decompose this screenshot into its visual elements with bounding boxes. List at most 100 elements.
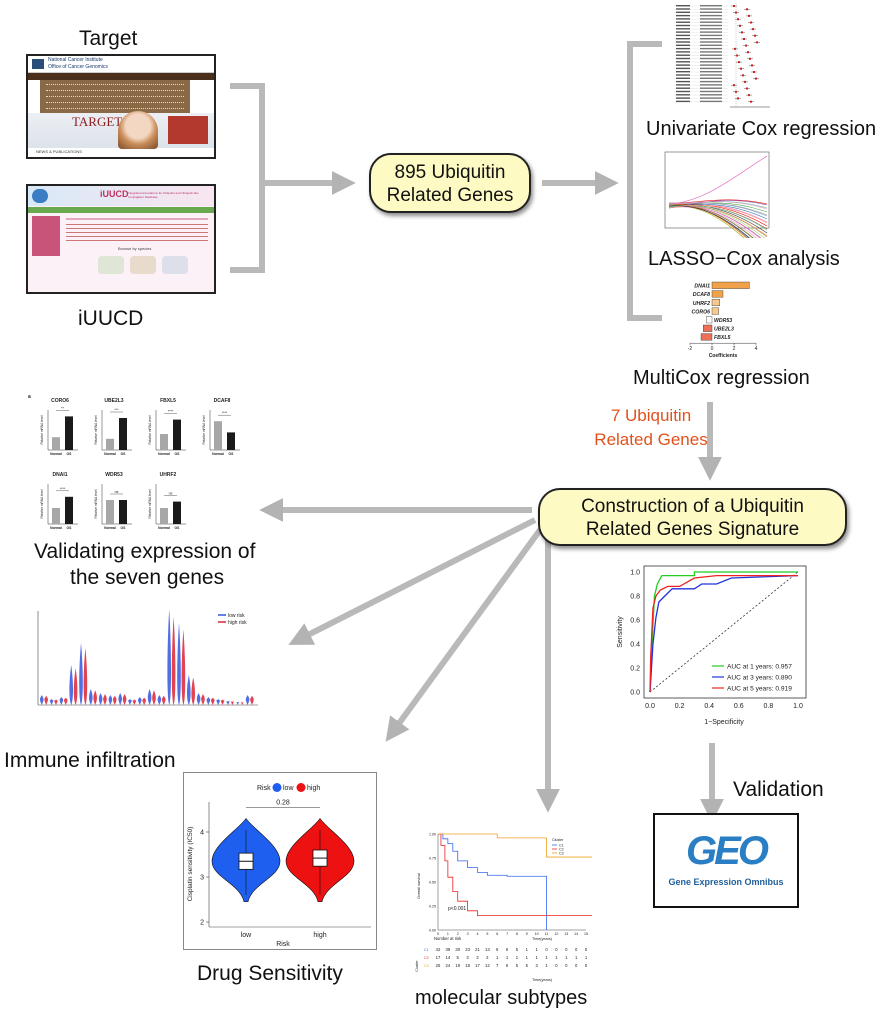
- forest-gene-label: [676, 74, 690, 76]
- km-y-tick-label: 0.50: [429, 881, 436, 885]
- immune-violin: [240, 701, 245, 705]
- km-risk-value: 0: [565, 963, 568, 968]
- immune-violin: [142, 697, 147, 705]
- forest-gene-label: [676, 90, 690, 93]
- expression-panel-letter: a: [28, 394, 31, 400]
- multicox-bar: [706, 316, 713, 324]
- roc-x-tick: 0.8: [764, 703, 774, 710]
- multicox-tick-label: 0: [711, 346, 714, 352]
- roc-y-tick: 0.2: [630, 666, 640, 673]
- immune-violin: [108, 695, 113, 705]
- right-bracket: [627, 41, 662, 321]
- forest-hr-label: [700, 38, 722, 40]
- roc-curve-line: [649, 571, 798, 693]
- immune-violin: [181, 629, 186, 705]
- immune-violin: [206, 697, 211, 705]
- immune-violin: [79, 643, 83, 705]
- immune-violin: [122, 693, 127, 705]
- expression-group-label: Normal: [158, 526, 170, 530]
- lasso-path: [668, 205, 750, 238]
- km-risk-value: 3: [466, 955, 469, 960]
- km-risk-value: 1: [575, 955, 578, 960]
- immune-violin: [201, 693, 205, 705]
- immune-violin: [157, 695, 162, 705]
- expression-bar-os: [119, 500, 127, 524]
- forest-point: [756, 41, 758, 44]
- drug-legend-swatch: [272, 783, 282, 792]
- km-risk-value: 6: [506, 947, 509, 952]
- km-risk-value: 42: [436, 947, 441, 952]
- expression-bar-normal: [160, 508, 168, 524]
- label-multicox: MultiCox regression: [633, 367, 810, 389]
- expression-gene-title: DNAI1: [52, 472, 67, 478]
- km-x-tick-label: 7: [506, 932, 508, 936]
- forest-gene-label: [676, 18, 690, 20]
- drug-legend-title: Risk: [257, 785, 271, 792]
- forest-point: [741, 31, 743, 34]
- multicox-bar: [711, 281, 750, 289]
- roc-xlabel: 1−Specificity: [704, 719, 744, 726]
- forest-hr-label: [700, 84, 722, 86]
- label-iuucd: iUUCD: [78, 307, 144, 330]
- km-x-tick-label: 5: [486, 932, 488, 936]
- forest-hr-label: [700, 14, 722, 17]
- km-risk-value: 1: [545, 963, 548, 968]
- forest-point: [733, 5, 735, 7]
- forest-point: [748, 94, 750, 97]
- forest-hr-label: [700, 34, 722, 37]
- lasso-path: [668, 203, 753, 238]
- forest-point: [745, 44, 747, 47]
- expression-bar-normal: [214, 421, 222, 450]
- roc-legend-label: AUC at 5 years: 0.919: [727, 686, 792, 693]
- forest-hr-label: [700, 90, 722, 93]
- expression-gene-title: WDR53: [105, 472, 123, 478]
- expression-bar-os: [65, 496, 73, 524]
- forest-gene-label: [676, 77, 690, 79]
- expression-gene-title: UBE2L3: [104, 398, 123, 404]
- expression-bar-os: [65, 416, 73, 450]
- lasso-path: [668, 201, 768, 210]
- expression-bar-normal: [160, 434, 168, 450]
- km-x-tick-label: 6: [496, 932, 498, 936]
- km-pvalue: p<0.001: [448, 906, 466, 912]
- expression-ylabel: Relative mRNA level: [40, 415, 44, 444]
- multicox-bar: [711, 299, 720, 307]
- forest-hr-label: [700, 87, 722, 89]
- km-risk-value: 23: [465, 947, 470, 952]
- km-risk-xlabel: Time(years): [532, 978, 553, 982]
- forest-gene-label: [676, 34, 690, 37]
- target-site-footer: NEWS & PUBLICATIONS: [36, 149, 82, 154]
- forest-hr-label: [700, 71, 722, 73]
- forest-point: [736, 54, 738, 57]
- multicox-tick-label: 4: [755, 346, 758, 352]
- roc-x-tick: 0.2: [675, 703, 685, 710]
- forest-hr-label: [700, 47, 722, 50]
- expression-ylabel: Relative mRNA level: [148, 415, 152, 444]
- forest-hr-label: [700, 51, 722, 53]
- expression-sig-label: **: [61, 406, 64, 410]
- immune-violin: [63, 697, 68, 705]
- forest-hr-label: [700, 94, 722, 96]
- km-risk-value: 13: [485, 947, 490, 952]
- expression-bar-os: [173, 419, 181, 450]
- km-risk-value: 3: [476, 955, 479, 960]
- expression-bar-normal: [52, 508, 60, 524]
- immune-violin: [132, 699, 137, 705]
- roc-legend-label: AUC at 1 years: 0.957: [727, 664, 792, 671]
- roc-y-tick: 0.4: [630, 642, 640, 649]
- expression-bar-normal: [106, 438, 114, 450]
- iuucd-site-banner: Integrated annotations for Ubiquitin and…: [128, 191, 199, 199]
- immune-legend-label: low risk: [228, 613, 245, 619]
- target-website-screenshot: National Cancer Institute Office of Canc…: [26, 54, 216, 159]
- km-risk-value: 12: [485, 963, 490, 968]
- iuucd-site-section: Browse by species: [118, 246, 152, 251]
- km-ylabel: Overall survival: [417, 873, 421, 899]
- multicox-gene-label: UHRF2: [693, 301, 710, 307]
- label-validating-2: the seven genes: [70, 566, 225, 589]
- forest-point: [737, 97, 739, 100]
- lasso-path: [668, 204, 768, 224]
- expression-bar-os: [173, 501, 181, 524]
- arrow-to-drug: [385, 528, 543, 742]
